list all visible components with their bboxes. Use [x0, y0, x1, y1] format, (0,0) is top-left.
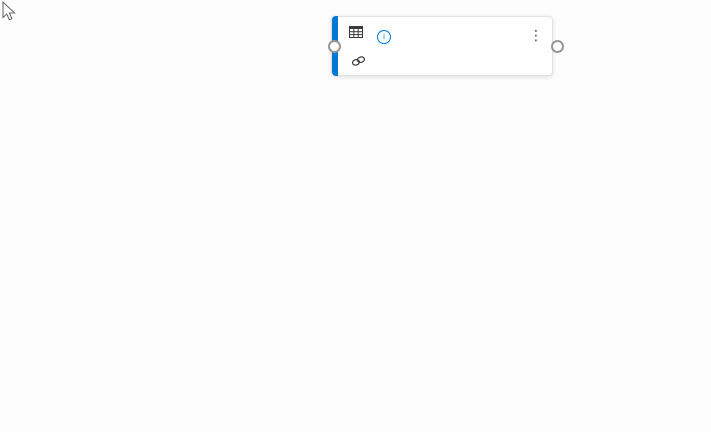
kebab-menu-icon[interactable]: ⋮ [529, 26, 543, 43]
step-link-icon[interactable] [348, 51, 369, 71]
input-port[interactable] [328, 39, 341, 53]
table-icon [348, 24, 364, 40]
query-node-magic[interactable]: i ⋮ [328, 16, 564, 76]
mouse-cursor [2, 0, 16, 21]
output-port[interactable] [551, 39, 564, 53]
info-icon[interactable]: i [376, 29, 391, 44]
link-icon [350, 53, 367, 69]
